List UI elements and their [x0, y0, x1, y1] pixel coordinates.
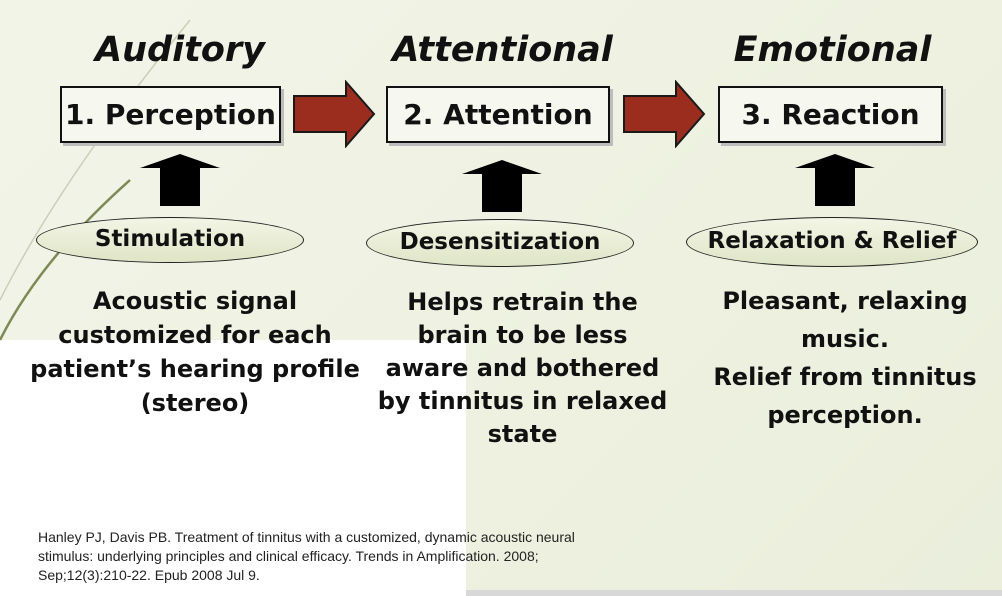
citation-line: stimulus: underlying principles and clin…: [38, 548, 539, 564]
heading-emotional: Emotional: [733, 30, 932, 70]
description-line: customized for each: [58, 321, 332, 349]
box-perception: 1. Perception: [60, 86, 281, 143]
box-reaction: 3. Reaction: [718, 86, 943, 143]
description-line: perception.: [767, 401, 923, 429]
description-line: by tinnitus in relaxed: [377, 387, 668, 415]
description-relaxation-relief: Pleasant, relaxing music. Relief from ti…: [695, 282, 995, 434]
footer-strip: [466, 590, 1002, 596]
background-panel: [0, 340, 466, 596]
description-line: Pleasant, relaxing: [722, 287, 968, 315]
ellipse-stimulation: Stimulation: [36, 217, 304, 263]
arrow-right-icon: [293, 80, 376, 148]
citation-line: Sep;12(3):210-22. Epub 2008 Jul 9.: [38, 567, 260, 583]
description-line: state: [487, 420, 558, 448]
decorative-curve: [0, 19, 191, 341]
ellipse-desensitization: Desensitization: [366, 219, 634, 267]
description-line: (stereo): [140, 389, 250, 417]
arrow-up-icon: [795, 154, 875, 206]
description-desensitization: Helps retrain the brain to be less aware…: [370, 286, 675, 451]
description-line: Acoustic signal: [92, 287, 298, 315]
ellipse-relaxation-relief: Relaxation & Relief: [686, 217, 978, 267]
description-stimulation: Acoustic signal customized for each pati…: [20, 284, 370, 420]
description-line: brain to be less: [417, 321, 628, 349]
description-line: Helps retrain the: [407, 288, 638, 316]
heading-auditory: Auditory: [95, 30, 265, 70]
arrow-up-icon: [140, 154, 220, 206]
description-line: music.: [801, 325, 889, 353]
arrow-right-icon: [623, 80, 706, 148]
arrow-up-icon: [462, 160, 542, 212]
description-line: aware and bothered: [385, 354, 660, 382]
description-line: patient’s hearing profile: [30, 355, 360, 383]
description-line: Relief from tinnitus: [713, 363, 977, 391]
heading-attentional: Attentional: [392, 30, 613, 70]
box-attention: 2. Attention: [386, 86, 610, 143]
citation-line: Hanley PJ, Davis PB. Treatment of tinnit…: [38, 529, 575, 545]
citation: Hanley PJ, Davis PB. Treatment of tinnit…: [38, 528, 678, 585]
